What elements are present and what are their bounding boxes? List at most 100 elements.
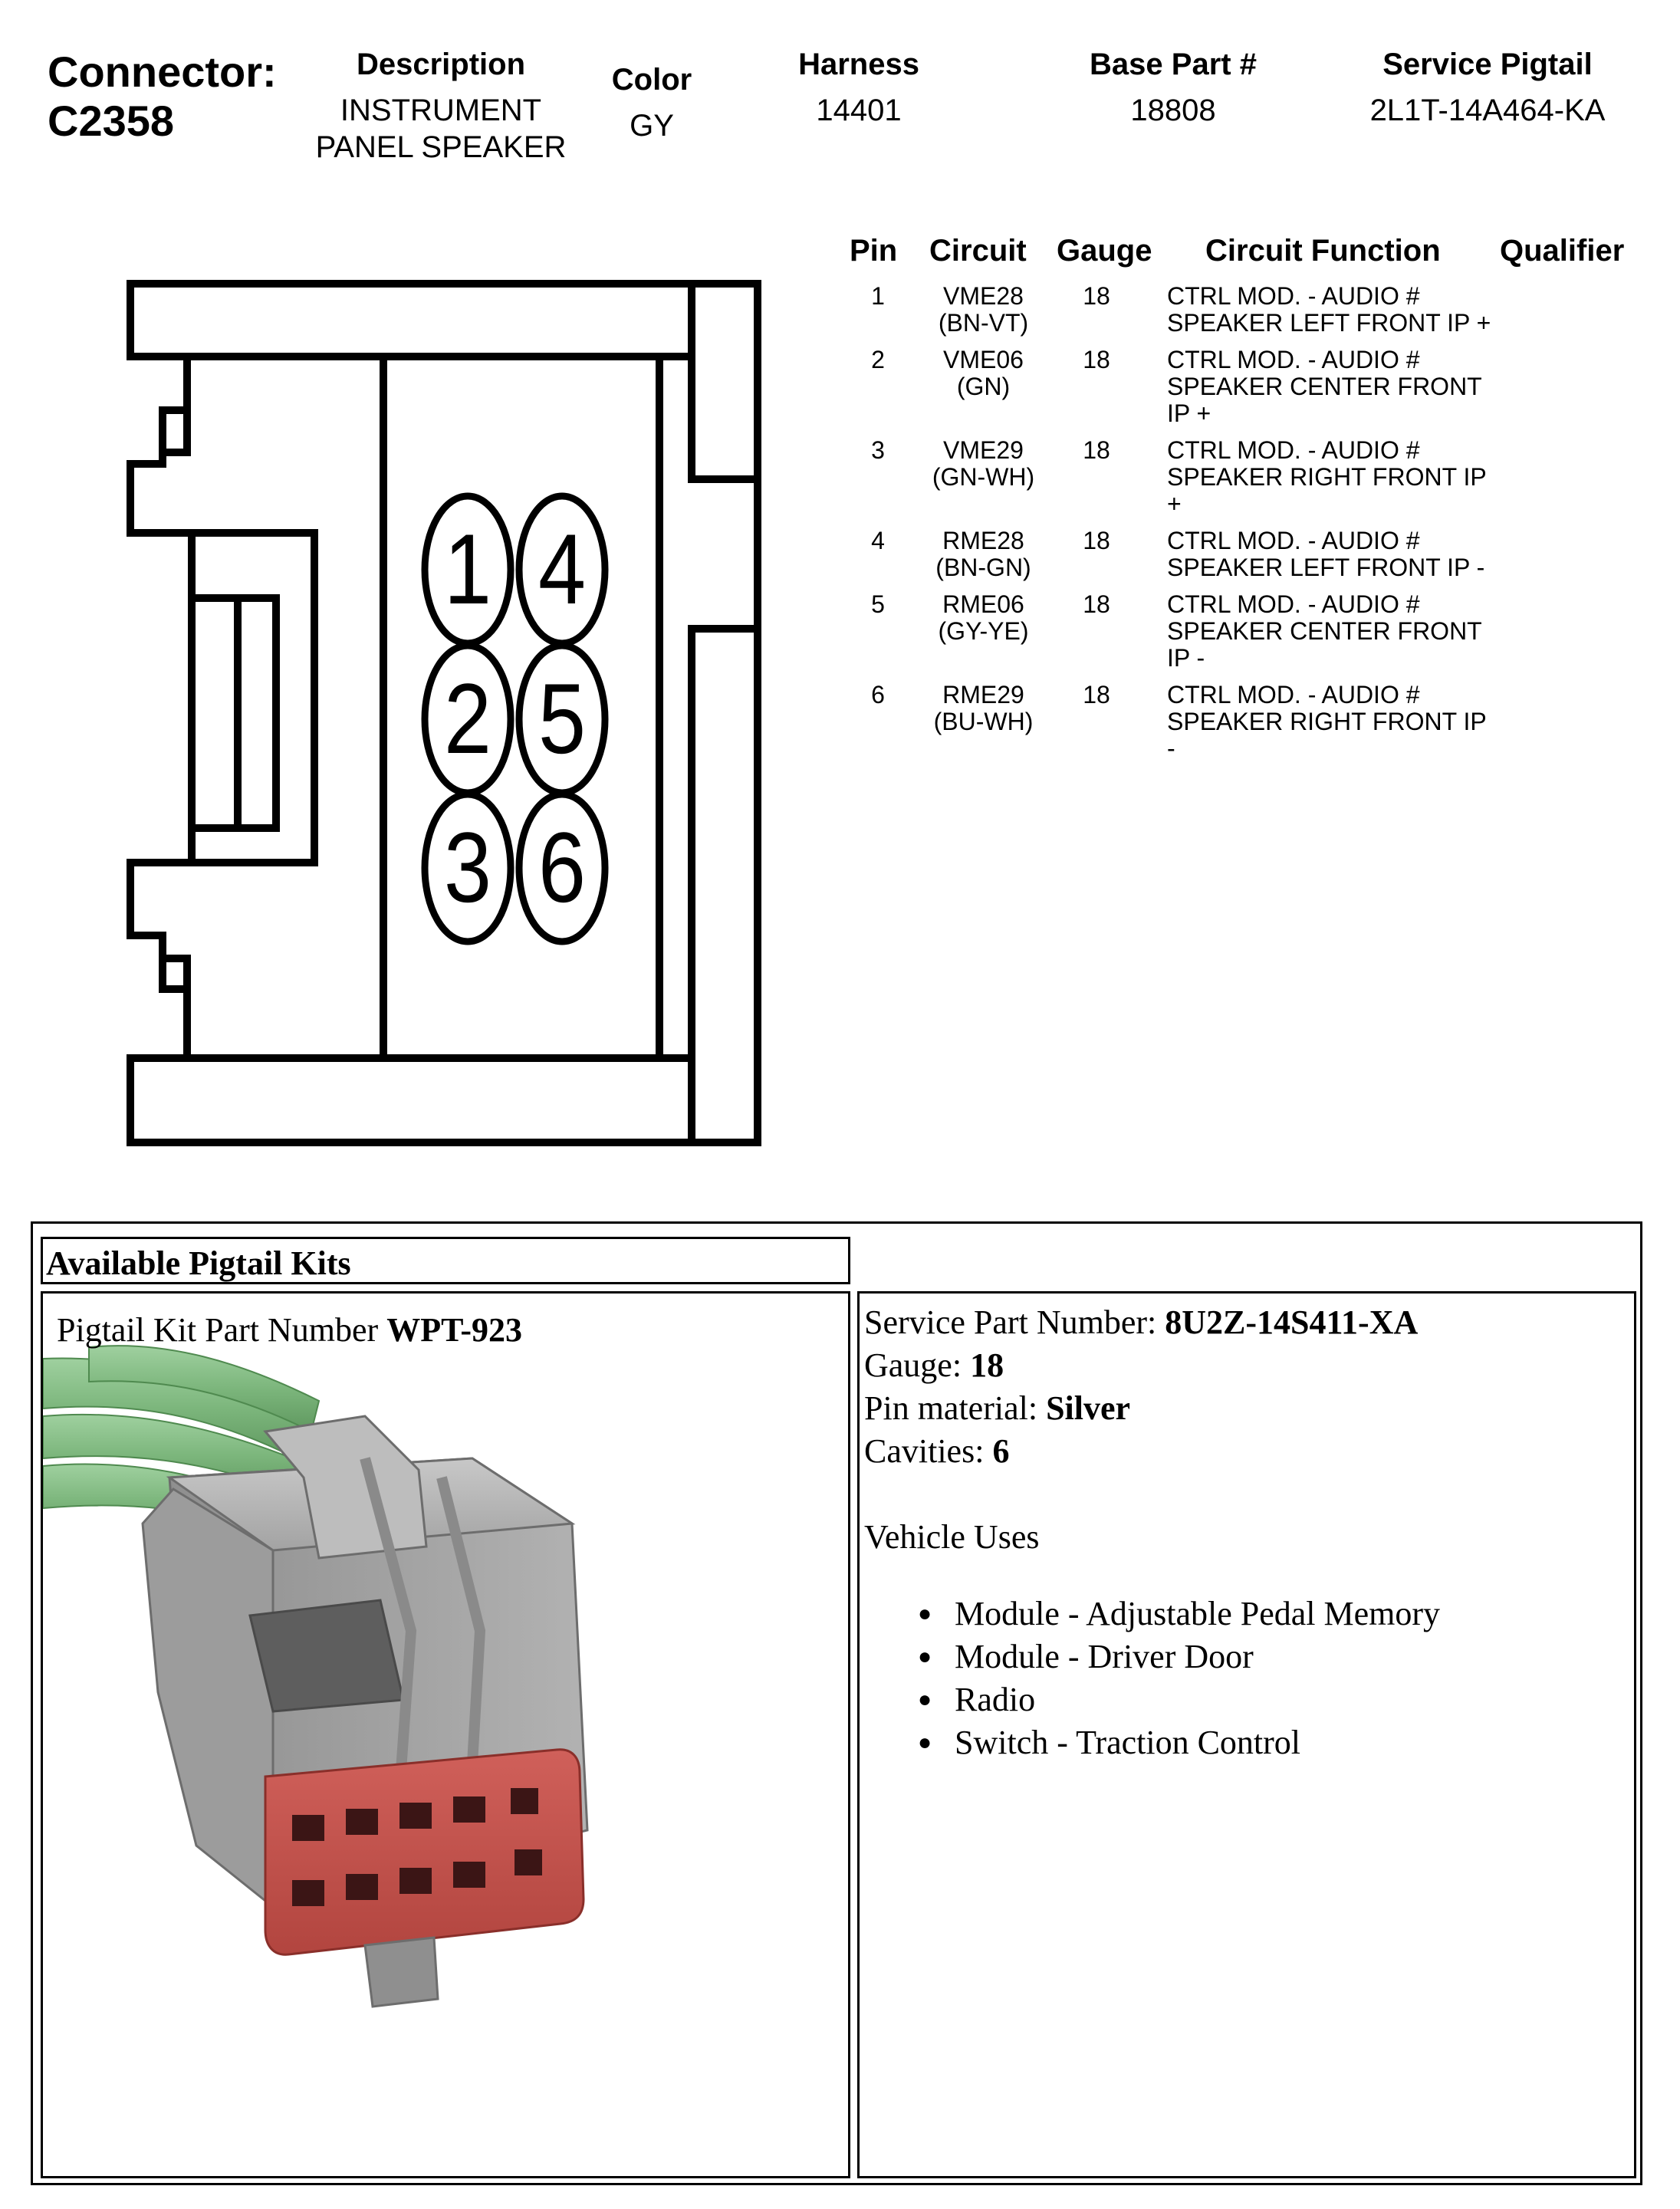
bullet-icon: ● <box>918 1644 932 1669</box>
right-latch-lower <box>688 625 758 1142</box>
pigtail-kits-heading: Available Pigtail Kits <box>46 1244 351 1282</box>
terminal-block <box>264 1748 585 1956</box>
function-line: CTRL MOD. - AUDIO # <box>1167 346 1420 373</box>
list-item: ● Switch - Traction Control <box>918 1721 1440 1764</box>
circuit-id: VME29 <box>943 436 1024 464</box>
vehicle-uses-list: ●Module - Adjustable Pedal Memory ●Modul… <box>864 1593 1440 1764</box>
cavity-frame <box>380 357 663 1058</box>
vehicle-use: Switch - Traction Control <box>955 1724 1301 1761</box>
table-row: 6 RME29(BU-WH) 18 CTRL MOD. - AUDIO #SPE… <box>843 681 1680 762</box>
wire-color: (BU-WH) <box>933 708 1034 735</box>
gauge-cell: 18 <box>1083 590 1110 618</box>
pin-number: 5 <box>871 590 885 618</box>
wire-color: (BN-VT) <box>938 309 1029 337</box>
circuit-cell: VME29(GN-WH) <box>920 437 1047 491</box>
circuit-id: VME28 <box>943 282 1024 310</box>
vehicle-uses-heading: Vehicle Uses <box>864 1518 1040 1556</box>
left-inner-block <box>192 529 318 866</box>
function-line: CTRL MOD. - AUDIO # <box>1167 527 1420 554</box>
wire-color: (GN-WH) <box>932 463 1035 491</box>
function-line: SPEAKER CENTER FRONT <box>1167 617 1482 645</box>
circuit-header: Circuit <box>929 234 1027 268</box>
pin-number: 6 <box>871 681 885 708</box>
circuit-id: RME28 <box>942 527 1024 554</box>
pigtail-kits-panel <box>31 1221 1642 2185</box>
pin-number: 4 <box>871 527 885 554</box>
kit-part-value: WPT-923 <box>386 1311 523 1349</box>
table-row: 5 RME06(GY-YE) 18 CTRL MOD. - AUDIO #SPE… <box>843 590 1680 672</box>
pin-cavity-2: 2 <box>421 642 515 797</box>
pigtail-connector-photo <box>43 1345 589 2008</box>
pigtail-kits-heading-box: Available Pigtail Kits <box>41 1237 850 1284</box>
function-cell: CTRL MOD. - AUDIO #SPEAKER RIGHT FRONT I… <box>1167 682 1504 762</box>
color-value: GY <box>630 109 674 143</box>
function-line: CTRL MOD. - AUDIO # <box>1167 436 1420 464</box>
circuit-cell: RME06(GY-YE) <box>920 591 1047 645</box>
service-info-cell: Service Part Number: 8U2Z-14S411-XA Gaug… <box>857 1291 1636 2178</box>
housing-outline <box>127 280 761 1146</box>
circuit-id: RME06 <box>942 590 1024 618</box>
pin-number: 1 <box>871 282 885 310</box>
latch-slot <box>248 1599 405 1713</box>
function-line: IP - <box>1167 644 1205 672</box>
function-line: SPEAKER LEFT FRONT IP + <box>1167 309 1491 337</box>
pin-cavity-5: 5 <box>515 642 609 797</box>
circuit-cell: VME06(GN) <box>920 347 1047 400</box>
description-heading: Description <box>356 48 526 81</box>
function-line: - <box>1167 735 1175 762</box>
housing-bottom-tab <box>363 1936 439 2008</box>
right-inner-rail <box>659 353 692 1062</box>
function-line: SPEAKER CENTER FRONT <box>1167 373 1482 400</box>
circuit-cell: RME29(BU-WH) <box>920 682 1047 735</box>
cavities-line: Cavities: 6 <box>864 1430 1440 1473</box>
pin-cavity-3: 3 <box>421 791 515 945</box>
service-part-value: 8U2Z-14S411-XA <box>1165 1303 1419 1341</box>
function-cell: CTRL MOD. - AUDIO #SPEAKER RIGHT FRONT I… <box>1167 437 1504 518</box>
pin-cavity-1: 1 <box>421 492 515 647</box>
bullet-icon: ● <box>918 1601 932 1626</box>
gauge-header: Gauge <box>1057 234 1152 268</box>
service-part-line: Service Part Number: 8U2Z-14S411-XA <box>864 1301 1440 1344</box>
wire-color: (GN) <box>956 373 1011 400</box>
pin-number-label: 1 <box>444 513 492 625</box>
left-ribs <box>192 594 280 832</box>
list-item: ●Module - Driver Door <box>918 1635 1440 1678</box>
cavities-value: 6 <box>992 1432 1010 1470</box>
description-line-2: PANEL SPEAKER <box>315 130 567 164</box>
function-line: CTRL MOD. - AUDIO # <box>1167 590 1420 618</box>
service-pigtail-heading: Service Pigtail <box>1382 48 1593 81</box>
left-latch-upper <box>163 357 191 456</box>
pigtail-photo-cell: Pigtail Kit Part Number WPT-923 <box>41 1291 850 2178</box>
gauge-line: Gauge: 18 <box>864 1344 1440 1387</box>
base-part-value: 18808 <box>1130 94 1216 127</box>
function-cell: CTRL MOD. - AUDIO #SPEAKER LEFT FRONT IP… <box>1167 528 1504 581</box>
right-latch-upper <box>688 284 758 483</box>
pin-number: 3 <box>871 436 885 464</box>
gauge-cell: 18 <box>1083 282 1110 310</box>
service-info: Service Part Number: 8U2Z-14S411-XA Gaug… <box>864 1301 1440 1764</box>
vehicle-use: Radio <box>955 1681 1036 1718</box>
function-line: CTRL MOD. - AUDIO # <box>1167 282 1420 310</box>
kit-part-number: Pigtail Kit Part Number WPT-923 <box>57 1310 522 1350</box>
harness-column: Harness 14401 <box>751 46 966 129</box>
housing-left-face <box>141 1487 275 1910</box>
circuit-id: VME06 <box>943 346 1024 373</box>
pin-number-label: 5 <box>538 662 586 774</box>
connector-id: C2358 <box>48 97 175 145</box>
pin-number-label: 3 <box>444 811 492 923</box>
circuit-cell: VME28(BN-VT) <box>920 283 1047 337</box>
table-row: 2 VME06(GN) 18 CTRL MOD. - AUDIO #SPEAKE… <box>843 347 1680 427</box>
pin-header: Pin <box>850 234 898 268</box>
function-line: SPEAKER RIGHT FRONT IP <box>1167 708 1487 735</box>
gauge-value: 18 <box>970 1346 1004 1384</box>
function-line: SPEAKER RIGHT FRONT IP <box>1167 463 1487 491</box>
cavities-label: Cavities: <box>864 1432 993 1470</box>
circuit-id: RME29 <box>942 681 1024 708</box>
function-line: IP + <box>1167 399 1212 427</box>
table-row: 1 VME28(BN-VT) 18 CTRL MOD. - AUDIO #SPE… <box>843 283 1680 360</box>
pin-material-label: Pin material: <box>864 1389 1047 1427</box>
function-line: SPEAKER LEFT FRONT IP - <box>1167 554 1485 581</box>
bullet-icon: ● <box>918 1730 932 1755</box>
